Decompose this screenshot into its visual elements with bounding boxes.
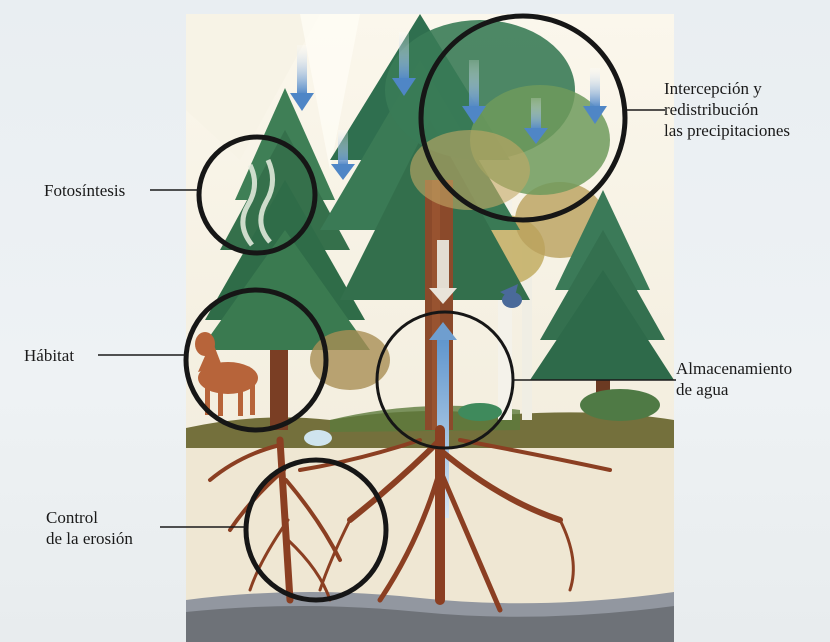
- label-almacenamiento: Almacenamiento de agua: [676, 358, 792, 400]
- label-intercepcion-line-2: redistribución: [664, 99, 790, 120]
- label-almacenamiento-line-2: de agua: [676, 379, 792, 400]
- label-intercepcion: Intercepción y redistribución las precip…: [664, 78, 790, 141]
- label-intercepcion-line-1: Intercepción y: [664, 78, 790, 99]
- label-erosion-line-2: de la erosión: [46, 528, 133, 549]
- label-intercepcion-line-3: las precipitaciones: [664, 120, 790, 141]
- label-almacenamiento-line-1: Almacenamiento: [676, 358, 792, 379]
- label-fotosintesis: Fotosíntesis: [44, 180, 125, 201]
- label-habitat: Hábitat: [24, 345, 74, 366]
- label-erosion: Control de la erosión: [46, 507, 133, 549]
- label-erosion-line-1: Control: [46, 507, 133, 528]
